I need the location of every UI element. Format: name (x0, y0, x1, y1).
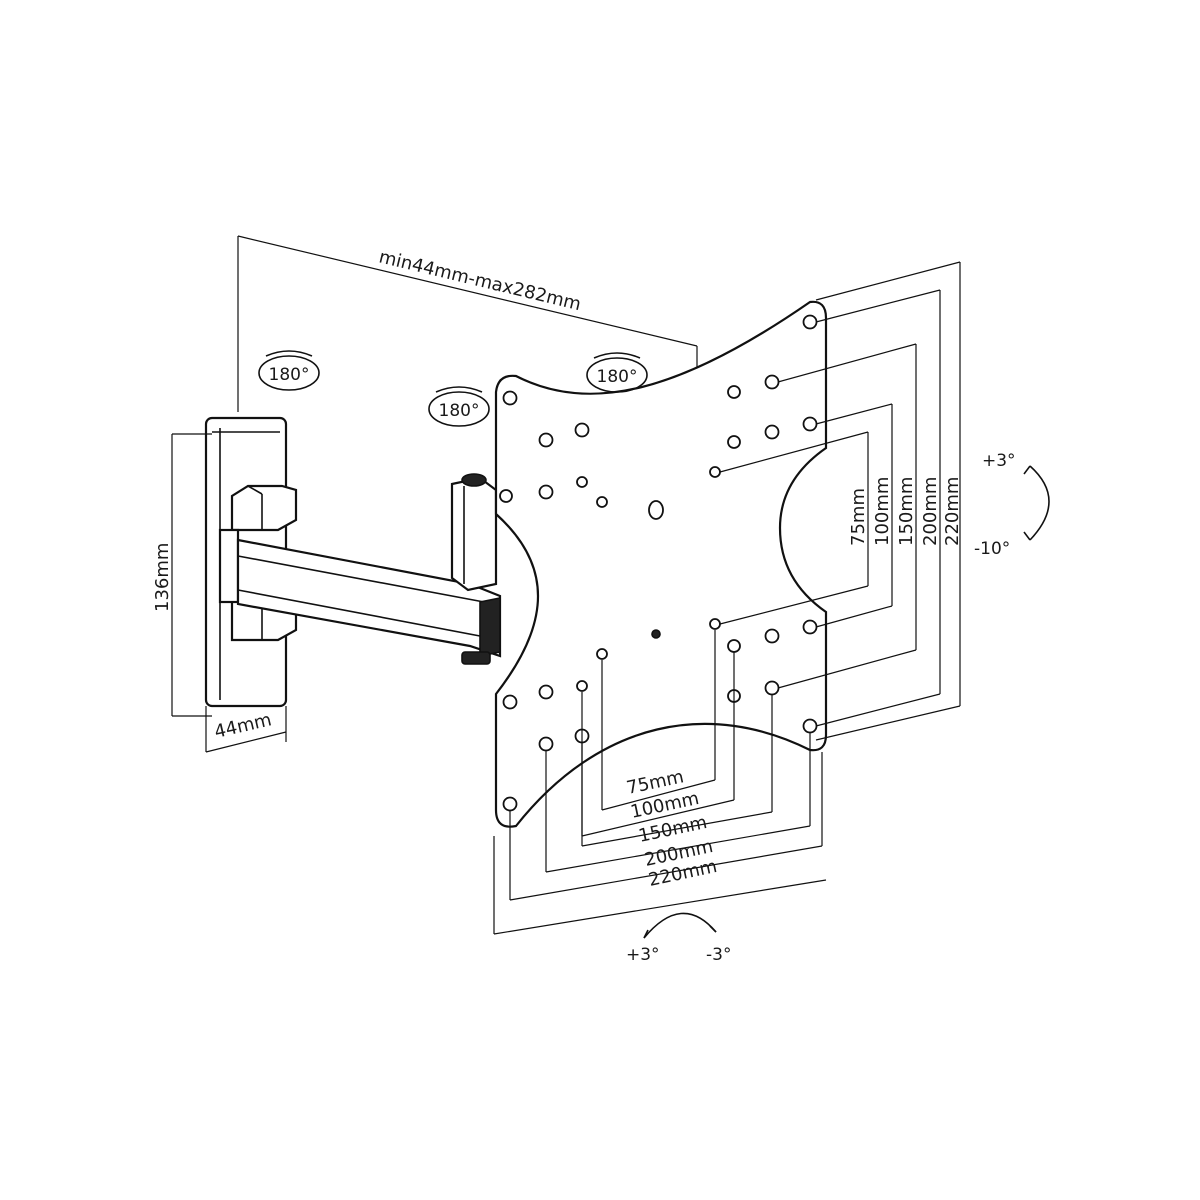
vertical-spacing-75-label: 75mm (848, 488, 869, 546)
wall-plate-depth-dimension: 44mm (205, 706, 287, 753)
plate-swivel-label: 180° (439, 401, 480, 421)
vertical-spacing-220-label: 220mm (942, 477, 963, 546)
arm-swivel-badge: 180° (586, 352, 648, 393)
wall-swivel-label: 180° (269, 365, 310, 385)
level-left-label: +3° (626, 945, 660, 965)
wall-plate-height-label: 136mm (152, 543, 173, 612)
arm-extension-label: min44mm-max282mm (377, 246, 583, 315)
tilt-down-label: -10° (974, 539, 1010, 559)
level-right-label: -3° (706, 945, 731, 965)
level-indicator: +3° -3° (626, 912, 731, 965)
wall-plate-height-dimension: 136mm (152, 433, 212, 717)
wall-swivel-badge: 180° (258, 350, 320, 391)
vertical-spacing-150-label: 150mm (896, 477, 917, 546)
plate-swivel-joint (450, 473, 498, 592)
vertical-spacing-200-label: 200mm (920, 477, 941, 546)
vertical-spacing-100-label: 100mm (872, 477, 893, 546)
tilt-up-label: +3° (982, 451, 1016, 471)
plate-swivel-badge: 180° (428, 386, 490, 427)
tilt-indicator: +3° -10° (974, 451, 1050, 559)
vertical-spacing-dimensions: 75mm 100mm 150mm 200mm 220mm (719, 261, 963, 741)
arm-swivel-label: 180° (597, 367, 638, 387)
vesa-plate (494, 300, 828, 828)
